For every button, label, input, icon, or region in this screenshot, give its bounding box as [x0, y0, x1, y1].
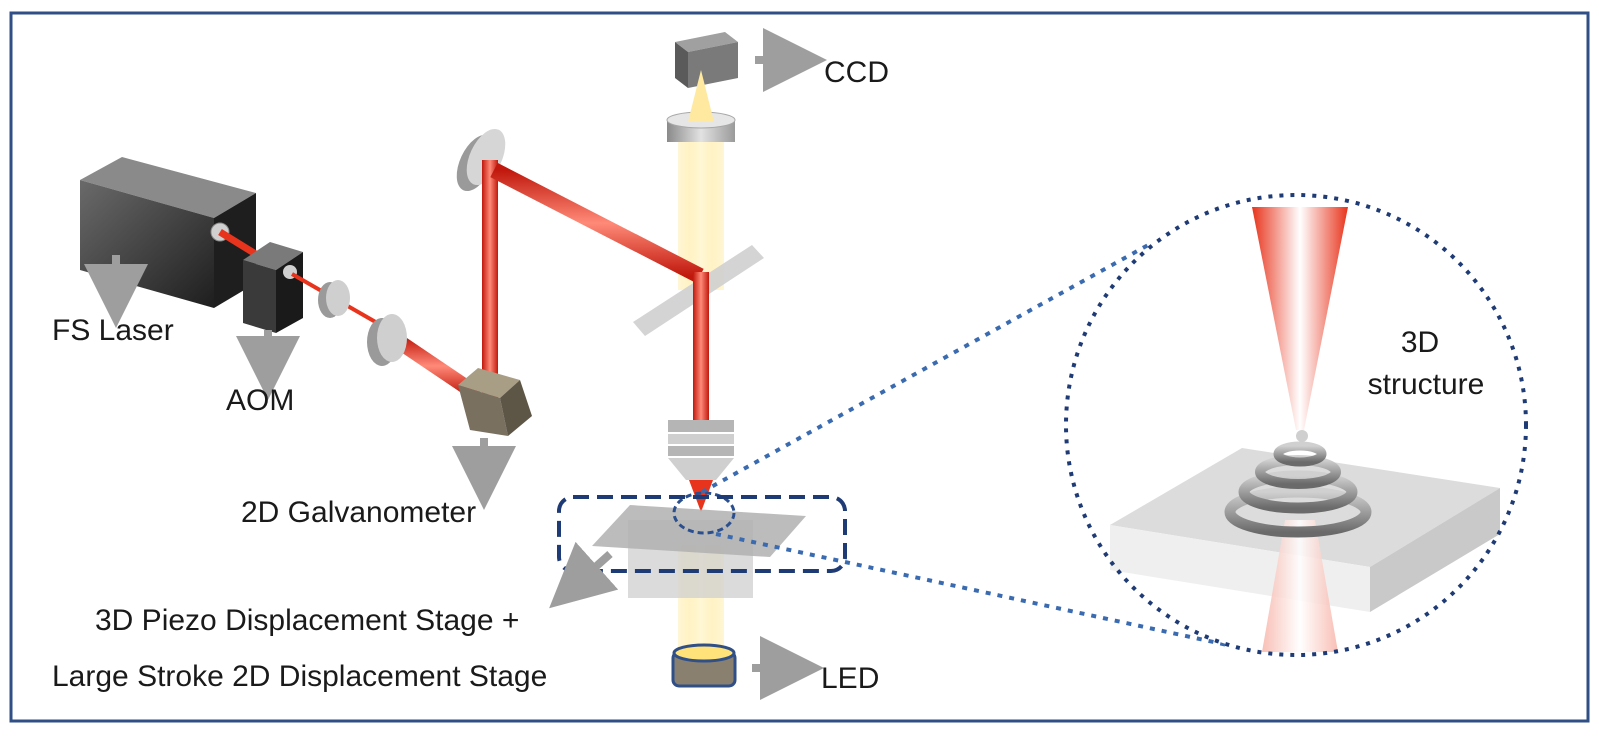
galvanometer: [458, 368, 532, 436]
structure-label-line2: structure: [1368, 368, 1485, 401]
spiral-structure: [1224, 430, 1372, 538]
sample-stage: [592, 505, 806, 598]
fs-laser-source: [80, 157, 256, 308]
laser-beam-galvo-to-mirror: [482, 160, 498, 400]
zoom-circle-outline: [1064, 193, 1528, 657]
stage-label-line2: Large Stroke 2D Displacement Stage: [52, 660, 547, 693]
figure-frame: [9, 11, 1590, 723]
aom-label: AOM: [226, 384, 294, 417]
laser-beam-mirror-to-splitter: [490, 162, 704, 284]
focused-beam-cone: [1252, 207, 1348, 430]
ccd-camera: [675, 32, 738, 88]
fs-laser-label: FS Laser: [52, 314, 174, 347]
structure-label-line1: 3D: [1401, 326, 1439, 359]
transmitted-beam-cone: [1262, 520, 1338, 652]
led-label: LED: [821, 662, 879, 695]
aom-device: [243, 242, 303, 333]
stage-arrow: [549, 541, 619, 609]
expander-lens-1: [318, 280, 350, 318]
galvanometer-label: 2D Galvanometer: [241, 496, 476, 529]
zoom-connector-top: [701, 242, 1151, 494]
zoom-connector-bottom: [715, 532, 1233, 648]
led-source: [671, 643, 737, 688]
stage-label-line1: 3D Piezo Displacement Stage +: [95, 604, 519, 637]
laser-beam-to-objective: [693, 272, 709, 422]
stage-dashed-box: [557, 495, 847, 573]
objective-lens: [668, 420, 734, 480]
steering-mirror: [456, 128, 506, 192]
ccd-focus-cone: [688, 70, 714, 122]
expander-lens-2: [367, 314, 407, 366]
ccd-label: CCD: [824, 56, 889, 89]
zoom-inset: [1066, 195, 1526, 655]
focus-highlight-circle: [672, 491, 736, 535]
